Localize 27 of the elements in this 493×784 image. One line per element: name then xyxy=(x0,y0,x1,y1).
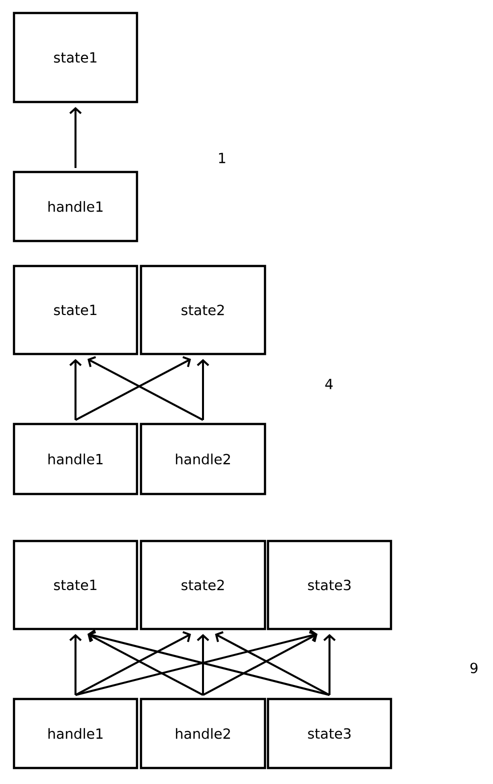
state-box: handle1 xyxy=(12,698,138,770)
state-box: state1 xyxy=(12,12,138,104)
state-box: handle1 xyxy=(12,422,138,496)
count-label: 9 xyxy=(470,662,478,674)
arrow xyxy=(69,634,82,695)
arrow xyxy=(196,359,210,420)
state-box: state3 xyxy=(266,698,392,770)
state-box: handle2 xyxy=(140,422,266,496)
state-box: state3 xyxy=(266,540,392,630)
state-box: state2 xyxy=(140,264,266,356)
arrow xyxy=(196,634,210,695)
arrow xyxy=(215,631,330,696)
arrow xyxy=(69,359,82,420)
arrow xyxy=(323,634,336,695)
arrow xyxy=(75,356,191,421)
state-box: state1 xyxy=(12,540,138,630)
arrow xyxy=(88,356,204,421)
count-label: 4 xyxy=(325,378,333,390)
state-box: state2 xyxy=(140,540,266,630)
arrow xyxy=(88,631,204,696)
arrow xyxy=(69,107,82,168)
arrow xyxy=(202,631,318,696)
state-box: handle1 xyxy=(12,170,138,242)
state-box: state1 xyxy=(12,264,138,356)
count-label: 1 xyxy=(219,152,226,164)
state-box: handle2 xyxy=(140,698,266,770)
arrow xyxy=(75,631,191,696)
